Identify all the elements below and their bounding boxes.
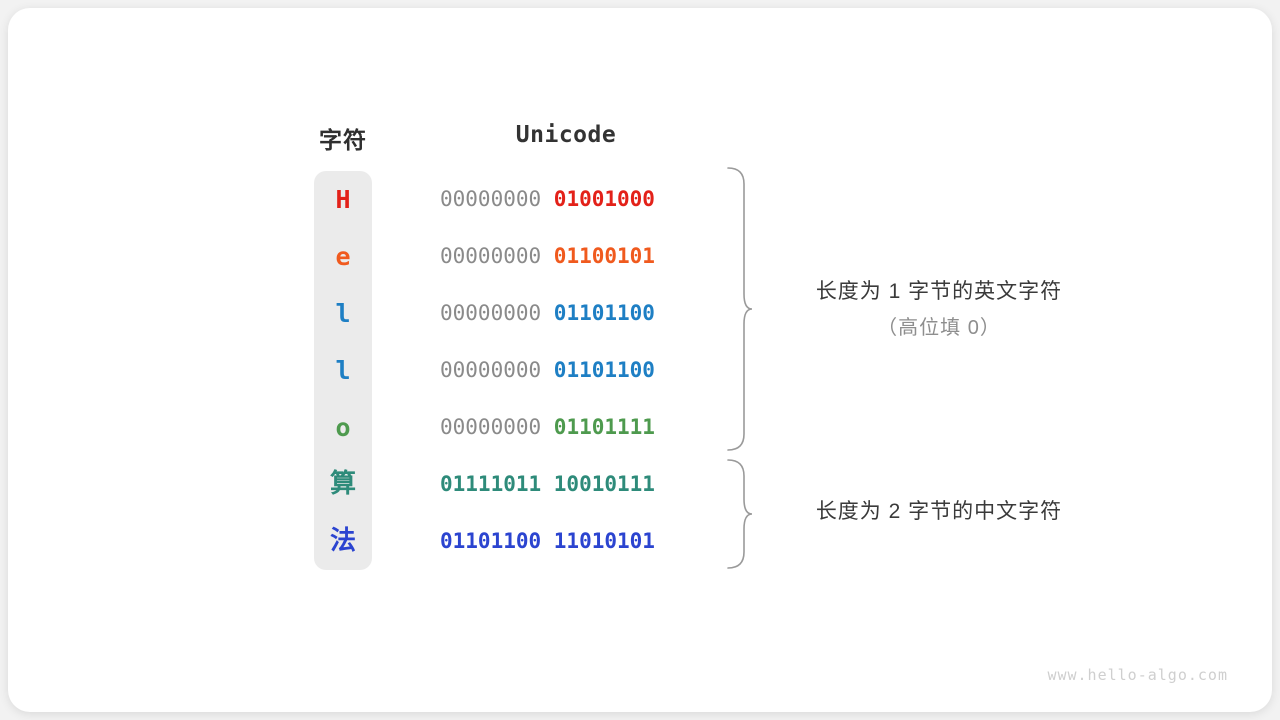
binary-low-bits-2: 01101100 (553, 301, 655, 325)
binary-high-bits-1: 00000000 (440, 244, 554, 268)
annotation-english-chars: 长度为 1 字节的英文字符 （高位填 0） (774, 274, 1104, 346)
column-header-unicode: Unicode (515, 122, 617, 148)
binary-row-1: 00000000 01100101 (440, 228, 696, 285)
annotation-chinese-main: 长度为 2 字节的中文字符 (815, 500, 1063, 523)
binary-row-6: 01101100 11010101 (440, 513, 696, 570)
character-column-panel (314, 171, 372, 570)
brace-chinese-chars (727, 459, 753, 569)
char-cell-3: l (335, 356, 351, 385)
char-cell-2: l (335, 299, 351, 328)
binary-high-bits-2: 00000000 (440, 301, 554, 325)
diagram-card: 字符 Unicode H e l l o 算 法 00000000 010010… (8, 8, 1272, 712)
binary-row-2: 00000000 01101100 (440, 285, 696, 342)
binary-low-bits-1: 01100101 (553, 244, 655, 268)
binary-row-4: 00000000 01101111 (440, 399, 696, 456)
binary-high-bits-4: 00000000 (440, 415, 554, 439)
binary-row-5: 01111011 10010111 (440, 456, 696, 513)
watermark: www.hello-algo.com (1047, 666, 1228, 684)
brace-english-chars (727, 167, 753, 451)
binary-row-0: 00000000 01001000 (440, 171, 696, 228)
binary-low-bits-0: 01001000 (553, 187, 655, 211)
annotation-english-main: 长度为 1 字节的英文字符 (815, 280, 1063, 303)
binary-low-bits-3: 01101100 (553, 358, 655, 382)
binary-low-bits-4: 01101111 (553, 415, 655, 439)
binary-high-bits-0: 00000000 (440, 187, 554, 211)
annotation-english-sub: （高位填 0） (877, 317, 1001, 339)
char-cell-6: 法 (329, 526, 356, 556)
annotation-chinese-chars: 长度为 2 字节的中文字符 (774, 494, 1104, 530)
char-cell-4: o (335, 413, 351, 442)
binary-low-bits-5: 01111011 10010111 (440, 472, 655, 496)
binary-row-3: 00000000 01101100 (440, 342, 696, 399)
column-header-character: 字符 (319, 127, 367, 153)
binary-high-bits-3: 00000000 (440, 358, 554, 382)
char-cell-1: e (335, 242, 351, 271)
binary-low-bits-6: 01101100 11010101 (440, 529, 655, 553)
char-cell-5: 算 (329, 469, 356, 499)
char-cell-0: H (335, 185, 351, 214)
